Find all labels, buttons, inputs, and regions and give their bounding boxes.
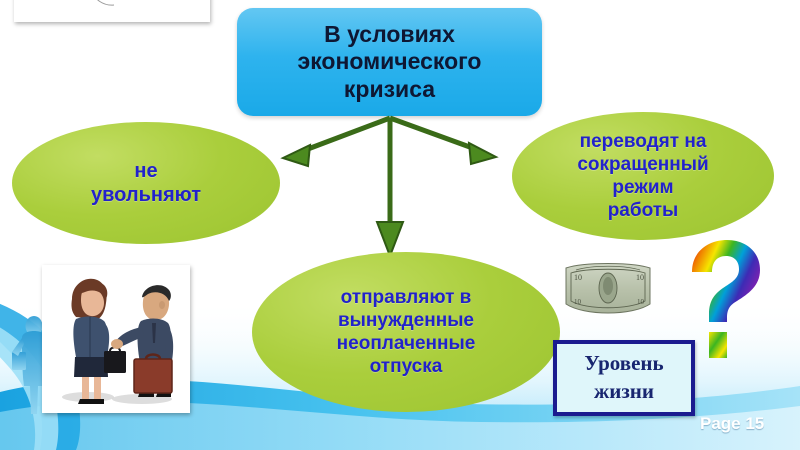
two-business-people-photo bbox=[42, 265, 190, 413]
standard-of-living-label: Уровень жизни bbox=[584, 351, 664, 403]
node-no-layoffs-label: не увольняют bbox=[91, 159, 201, 206]
dollar-bill-image: 10 10 10 10 bbox=[565, 263, 651, 314]
handshake-clipart bbox=[14, 0, 210, 22]
title-text: В условиях экономического кризиса bbox=[297, 21, 482, 102]
node-no-layoffs[interactable]: не увольняют bbox=[12, 122, 280, 244]
arrow-left-icon bbox=[280, 115, 391, 168]
rainbow-question-mark-icon bbox=[692, 240, 760, 358]
arrow-right-icon bbox=[389, 115, 499, 166]
node-unpaid-leave[interactable]: отправляют в вынужденные неоплаченные от… bbox=[252, 252, 560, 412]
svg-text:10: 10 bbox=[574, 298, 582, 306]
svg-text:10: 10 bbox=[636, 273, 644, 282]
svg-text:10: 10 bbox=[574, 273, 582, 282]
node-reduced-hours-label: переводят на сокращенный режим работы bbox=[577, 130, 709, 222]
node-unpaid-leave-label: отправляют в вынужденные неоплаченные от… bbox=[336, 286, 476, 378]
man-figure bbox=[111, 285, 174, 397]
page-number-label: Page 15 bbox=[700, 414, 765, 433]
title-box: В условиях экономического кризиса bbox=[237, 8, 542, 116]
svg-text:10: 10 bbox=[637, 298, 645, 306]
standard-of-living-box[interactable]: Уровень жизни bbox=[553, 340, 695, 416]
node-reduced-hours[interactable]: переводят на сокращенный режим работы bbox=[512, 112, 774, 240]
arrow-down-icon bbox=[375, 118, 405, 259]
woman-figure bbox=[71, 278, 126, 404]
